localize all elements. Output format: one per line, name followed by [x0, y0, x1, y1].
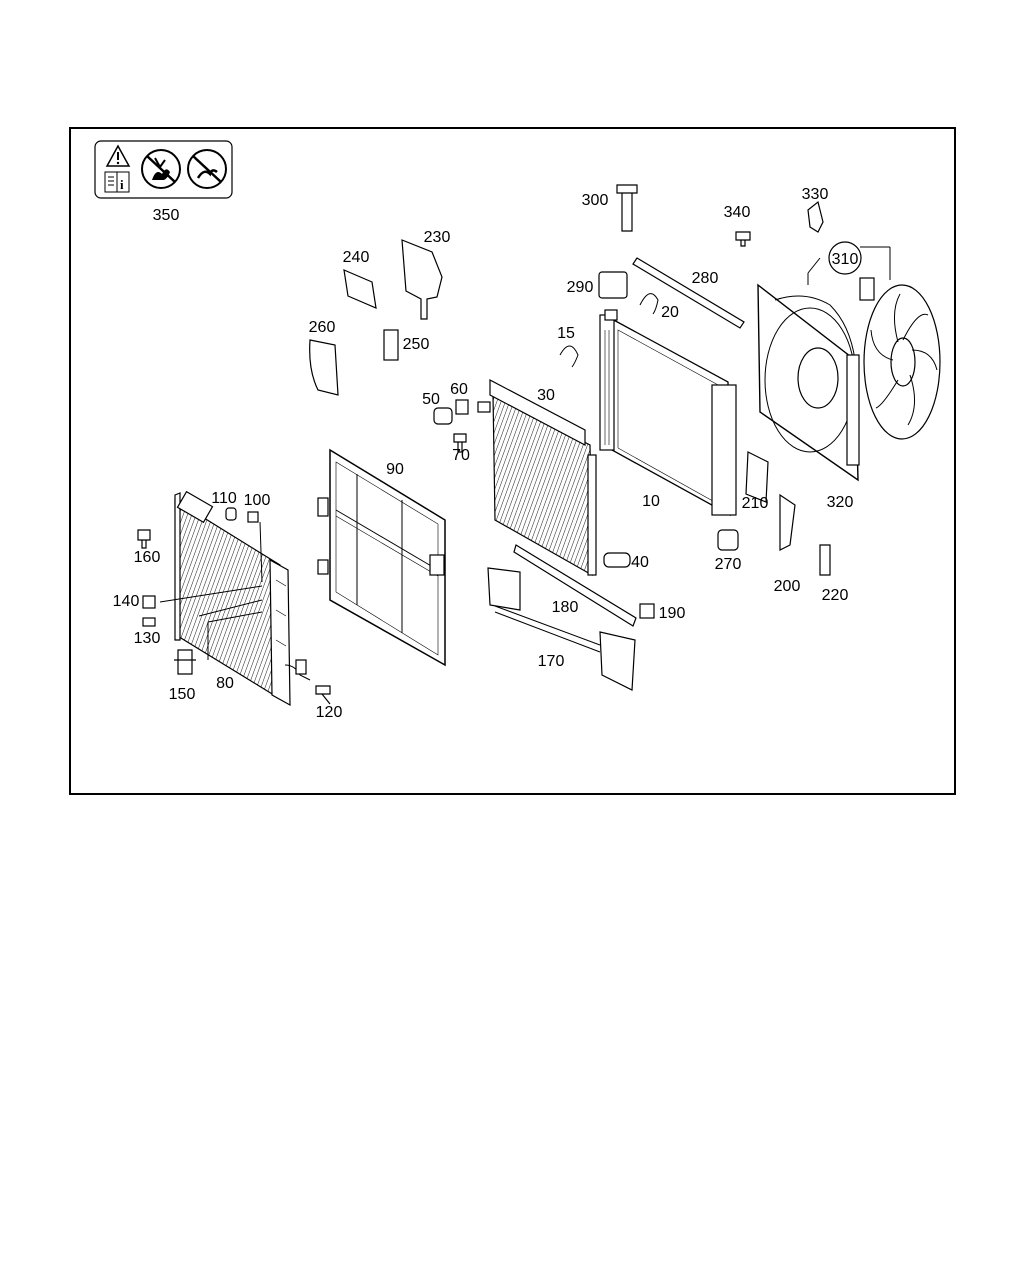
fan-shroud-320 — [757, 283, 860, 482]
callout-220: 220 — [822, 587, 849, 604]
safety-notice-icons: i — [94, 140, 233, 199]
clip-15 — [559, 345, 579, 368]
callout-300: 300 — [582, 192, 609, 209]
svg-text:i: i — [120, 177, 124, 192]
callout-310-circle — [828, 241, 862, 275]
clip-300 — [616, 184, 638, 232]
warning-triangle-icon — [105, 144, 131, 167]
strip-180 — [513, 544, 637, 627]
rod-280 — [632, 257, 745, 329]
bracket-170 — [487, 567, 636, 691]
callout-200: 200 — [774, 578, 801, 595]
callout-labels: 350 300 340 330 310 230 240 280 290 20 2… — [113, 186, 859, 721]
callout-330: 330 — [802, 186, 829, 203]
callout-310: 310 — [832, 251, 859, 268]
no-tool-icon — [187, 149, 227, 189]
link-220 — [819, 544, 831, 576]
callout-60: 60 — [450, 381, 468, 398]
callout-320: 320 — [827, 494, 854, 511]
condenser-30 — [477, 379, 597, 577]
callout-120: 120 — [316, 704, 343, 721]
radiator-10 — [599, 309, 737, 517]
callout-170: 170 — [538, 653, 565, 670]
callout-250: 250 — [403, 336, 430, 353]
callout-230: 230 — [424, 229, 451, 246]
bolt-160 — [137, 529, 151, 549]
part-130 — [142, 617, 156, 627]
no-hands-icon — [141, 149, 181, 189]
mount-290 — [598, 271, 628, 299]
nut-140 — [142, 595, 156, 609]
callout-130: 130 — [134, 630, 161, 647]
holder-150 — [174, 649, 196, 675]
callout-110: 110 — [211, 490, 237, 507]
pad-260 — [309, 339, 339, 396]
callout-90: 90 — [386, 461, 404, 478]
bolt-70 — [453, 433, 467, 453]
callout-30: 30 — [537, 387, 555, 404]
panel-frame-90 — [317, 448, 446, 667]
callout-140: 140 — [113, 593, 140, 610]
manual-info-icon: i — [104, 171, 130, 193]
clip-330 — [807, 200, 824, 233]
callout-15: 15 — [557, 325, 575, 342]
callout-20: 20 — [661, 304, 679, 321]
clip-250 — [383, 329, 399, 361]
callout-150: 150 — [169, 686, 196, 703]
nut-100 — [247, 511, 259, 523]
clip-190 — [639, 603, 655, 619]
callout-340: 340 — [724, 204, 751, 221]
rivet-340 — [735, 231, 751, 247]
clip-20 — [639, 293, 659, 315]
callout-210: 210 — [742, 495, 769, 512]
small-parts — [137, 184, 831, 705]
fan-310 — [859, 277, 941, 440]
bracket-210 — [745, 451, 769, 503]
callout-240: 240 — [343, 249, 370, 266]
callout-350: 350 — [153, 207, 180, 224]
mount-270 — [717, 529, 739, 551]
condenser-80 — [174, 490, 311, 707]
diagram-frame — [69, 127, 956, 795]
cover-240 — [343, 269, 377, 309]
callout-50: 50 — [422, 391, 440, 408]
callout-80: 80 — [216, 675, 234, 692]
callout-100: 100 — [244, 492, 271, 509]
callout-280: 280 — [692, 270, 719, 287]
callout-260: 260 — [309, 319, 336, 336]
callout-160: 160 — [134, 549, 161, 566]
mount-40 — [603, 552, 631, 568]
bracket-200 — [779, 493, 796, 551]
callout-190: 190 — [659, 605, 686, 622]
leader-lines — [159, 246, 891, 660]
callout-270: 270 — [715, 556, 742, 573]
callout-180: 180 — [552, 599, 579, 616]
callout-70: 70 — [452, 447, 470, 464]
bolt-120 — [315, 685, 331, 705]
bracket-230 — [401, 239, 443, 320]
sleeve-50 — [433, 407, 453, 425]
clip-60 — [455, 399, 469, 415]
callout-40: 40 — [631, 554, 649, 571]
callout-10: 10 — [642, 493, 660, 510]
callout-290: 290 — [567, 279, 594, 296]
plug-110 — [225, 507, 237, 521]
